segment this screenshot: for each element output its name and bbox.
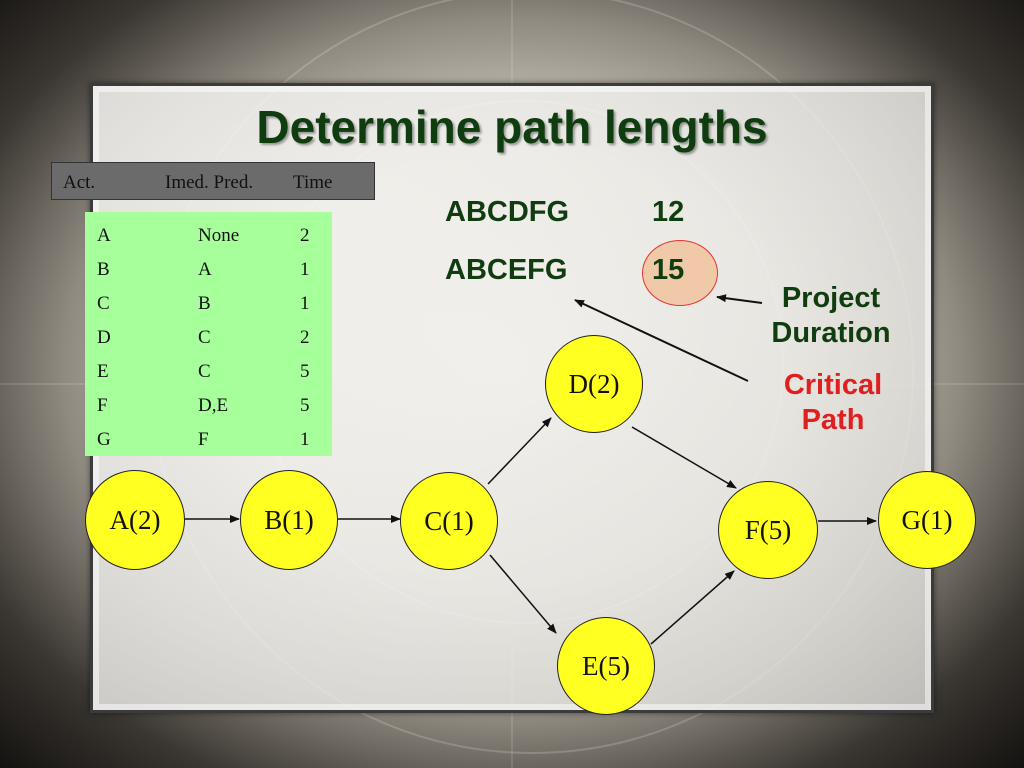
path-length-abcefg: 15 [652, 254, 685, 286]
cell-activity: F [97, 395, 108, 416]
critical-length-highlight [642, 240, 718, 306]
arrow-critical-pointer [574, 299, 749, 382]
cell-predecessor: None [198, 225, 240, 246]
slide-number: 18 [994, 6, 1010, 23]
activity-table: A None 2 B A 1 C B 1 D C 2 E C 5 F D,E 5… [85, 212, 332, 456]
arrow-e-f [650, 570, 735, 645]
arrow-c-d [487, 417, 552, 485]
table-row: E C 5 [85, 353, 332, 387]
node-g: G(1) [878, 471, 976, 569]
header-time: Time [293, 172, 333, 193]
critical-path-line1: Critical [783, 369, 883, 401]
arrow-d-f [631, 426, 737, 489]
cell-time: 5 [300, 361, 310, 382]
header-predecessor: Imed. Pred. [165, 172, 254, 193]
node-d: D(2) [545, 335, 643, 433]
node-f: F(5) [718, 481, 818, 579]
arrow-duration-pointer [716, 294, 763, 304]
cell-time: 1 [300, 293, 310, 314]
table-row: F D,E 5 [85, 387, 332, 421]
header-activity: Act. [63, 172, 96, 193]
cell-predecessor: F [198, 429, 209, 450]
cell-predecessor: C [198, 327, 211, 348]
table-row: A None 2 [85, 217, 332, 251]
cell-activity: A [97, 225, 111, 246]
cell-time: 2 [300, 327, 310, 348]
cell-activity: G [97, 429, 111, 450]
node-b: B(1) [240, 470, 338, 570]
cell-predecessor: D,E [198, 395, 229, 416]
table-row: B A 1 [85, 251, 332, 285]
table-row: D C 2 [85, 319, 332, 353]
cell-activity: B [97, 259, 110, 280]
cell-time: 2 [300, 225, 310, 246]
cell-predecessor: C [198, 361, 211, 382]
node-e: E(5) [557, 617, 655, 715]
arrow-c-e [489, 554, 557, 634]
cell-activity: D [97, 327, 111, 348]
critical-path-label: Critical Path [746, 368, 920, 439]
path-name-abcefg: ABCEFG [445, 254, 568, 286]
table-row: C B 1 [85, 285, 332, 319]
cell-time: 5 [300, 395, 310, 416]
node-c: C(1) [400, 472, 498, 570]
table-header: Act. Imed. Pred. Time [51, 162, 375, 200]
path-name-abcdfg: ABCDFG [445, 196, 570, 228]
project-duration-line1: Project [781, 282, 881, 314]
table-row: G F 1 [85, 421, 332, 455]
cell-activity: C [97, 293, 110, 314]
project-duration-label: Project Duration [746, 281, 916, 352]
cell-predecessor: A [198, 259, 212, 280]
cell-predecessor: B [198, 293, 211, 314]
slide-title: Determine path lengths [256, 101, 768, 153]
critical-path-line2: Path [801, 404, 865, 437]
path-length-abcdfg: 12 [652, 196, 685, 228]
node-a: A(2) [85, 470, 185, 570]
cell-time: 1 [300, 259, 310, 280]
project-duration-line2: Duration [771, 317, 891, 350]
cell-time: 1 [300, 429, 310, 450]
cell-activity: E [97, 361, 109, 382]
